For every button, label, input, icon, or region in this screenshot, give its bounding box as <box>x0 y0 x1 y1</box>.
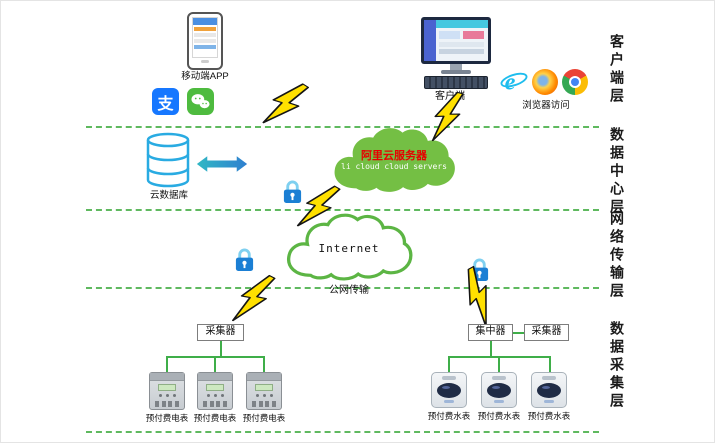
layer-label-network: 网络传输层 <box>608 211 623 301</box>
electric-meter-icon <box>197 372 233 410</box>
lightning-icon <box>292 177 343 238</box>
water-meter-icon <box>531 372 567 408</box>
electric-meter-label: 预付费电表 <box>145 413 189 423</box>
layer-divider-4 <box>86 431 599 433</box>
connector-line <box>220 341 222 357</box>
connector-line <box>498 357 500 372</box>
ie-browser-icon: e <box>500 67 528 95</box>
layer-label-client: 客户端层 <box>608 34 623 106</box>
desktop-computer-icon <box>421 17 491 74</box>
layer-divider-1 <box>86 126 599 128</box>
public-network-label: 公网传输 <box>329 285 369 296</box>
alipay-glyph: 支 <box>157 95 174 113</box>
lock-icon <box>234 246 255 278</box>
collector-box-left: 采集器 <box>197 324 244 341</box>
water-meter-label: 预付费水表 <box>477 411 521 421</box>
water-meter-icon <box>431 372 467 408</box>
connector-line <box>490 341 492 357</box>
chrome-browser-icon <box>562 69 588 95</box>
cloud-db-label: 云数据库 <box>149 190 188 201</box>
layer-label-data-center: 数据中心层 <box>608 127 623 217</box>
water-meter-label: 预付费水表 <box>427 411 471 421</box>
internet-label: Internet <box>318 242 380 255</box>
cloud-database-icon <box>146 132 190 193</box>
electric-meter-label: 预付费电表 <box>242 413 286 423</box>
monitor-screen <box>421 17 491 64</box>
collector-box-right: 采集器 <box>524 324 569 341</box>
connector-line <box>263 357 265 372</box>
connector-line <box>166 357 168 372</box>
mobile-app-label: 移动端APP <box>181 71 229 82</box>
double-arrow-icon <box>196 153 248 180</box>
smartphone-icon <box>187 12 223 70</box>
water-meter-icon <box>481 372 517 408</box>
ie-glyph: e <box>505 68 516 95</box>
browser-access-label: 浏览器访问 <box>522 100 570 111</box>
lock-icon <box>282 178 303 210</box>
lightning-icon <box>427 87 467 146</box>
ali-cloud-subtitle: li cloud cloud servers <box>341 162 447 171</box>
lightning-icon <box>258 73 313 136</box>
alipay-icon: 支 <box>152 88 179 115</box>
lightning-icon <box>452 264 506 330</box>
connector-line <box>214 357 216 372</box>
wechat-icon <box>187 88 214 115</box>
keyboard-icon <box>424 76 488 89</box>
water-meter-label: 预付费水表 <box>527 411 571 421</box>
ali-cloud-title: 阿里云服务器 <box>361 150 427 162</box>
electric-meter-icon <box>149 372 185 410</box>
concentrator-box: 集中器 <box>468 324 513 341</box>
lightning-icon <box>227 267 278 331</box>
connector-line <box>549 357 551 372</box>
connector-line <box>513 332 524 334</box>
layer-divider-3 <box>86 287 599 289</box>
connector-line <box>448 357 450 372</box>
layer-label-collection: 数据采集层 <box>608 321 623 411</box>
firefox-browser-icon <box>532 69 558 95</box>
layer-divider-2 <box>86 209 599 211</box>
electric-meter-label: 预付费电表 <box>193 413 237 423</box>
electric-meter-icon <box>246 372 282 410</box>
